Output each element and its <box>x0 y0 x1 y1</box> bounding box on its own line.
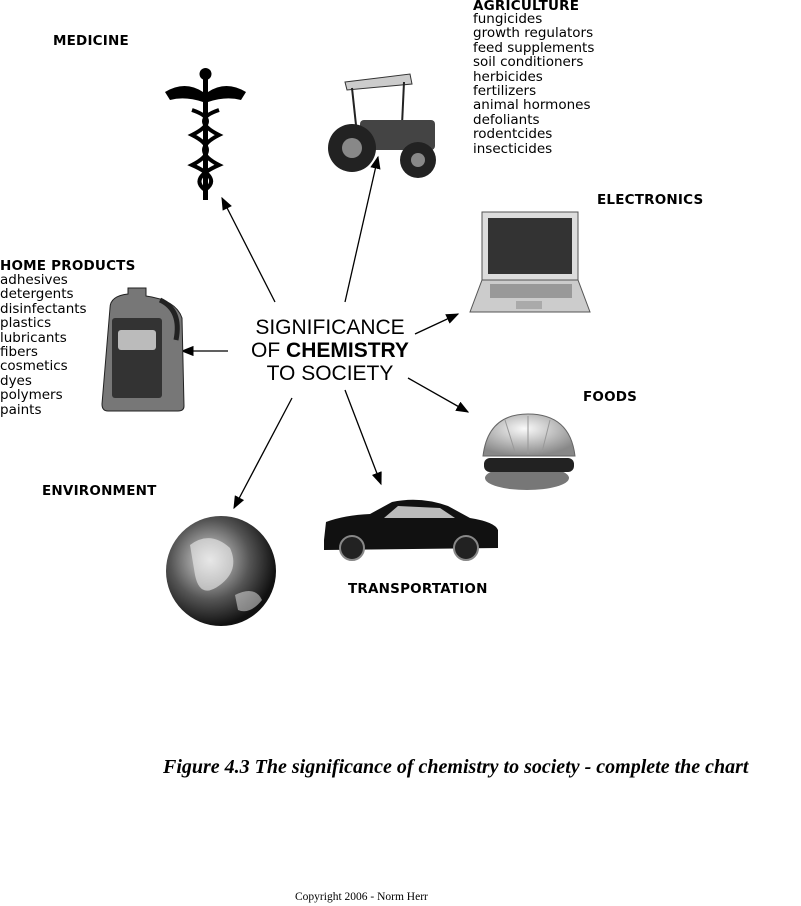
home-products-list: adhesives detergents disinfectants plast… <box>0 273 87 417</box>
arrow-transportation <box>344 389 382 486</box>
center-line-2: OF CHEMISTRY <box>232 339 428 362</box>
agriculture-heading: AGRICULTURE <box>473 0 580 14</box>
list-item: herbicides <box>473 68 543 85</box>
list-item: paints <box>0 401 42 418</box>
list-item: detergents <box>0 286 74 303</box>
list-item: disinfectants <box>0 300 87 317</box>
central-topic: SIGNIFICANCE OF CHEMISTRY TO SOCIETY <box>232 316 428 385</box>
figure-caption: Figure 4.3 The significance of chemistry… <box>163 756 749 778</box>
center-line-1: SIGNIFICANCE <box>255 316 405 339</box>
list-item: adhesives <box>0 272 68 288</box>
caduceus-icon <box>165 68 246 200</box>
car-icon <box>324 499 498 561</box>
arrow-electronics <box>414 313 460 335</box>
list-item: fungicides <box>473 11 543 27</box>
environment-heading: ENVIRONMENT <box>42 483 157 499</box>
list-item: lubricants <box>0 329 67 346</box>
list-item: insecticides <box>473 140 553 157</box>
list-item: feed supplements <box>473 39 595 56</box>
list-item: plastics <box>0 315 52 332</box>
list-item: fertilizers <box>473 83 537 100</box>
arrow-environment <box>233 397 293 510</box>
hamburger-icon <box>482 413 576 490</box>
copyright: Copyright 2006 - Norm Herr <box>295 891 428 903</box>
list-item: defoliants <box>473 111 540 128</box>
medicine-heading: MEDICINE <box>53 33 129 49</box>
electronics-heading: ELECTRONICS <box>597 192 704 208</box>
arrow-foods <box>407 377 470 413</box>
list-item: polymers <box>0 387 63 404</box>
center-line-3: TO SOCIETY <box>266 362 394 385</box>
agriculture-list: fungicides growth regulators feed supple… <box>473 12 594 156</box>
earth-globe-icon <box>166 516 276 626</box>
arrow-agriculture <box>344 155 381 303</box>
list-item: cosmetics <box>0 358 68 375</box>
laptop-icon <box>469 211 591 313</box>
list-item: growth regulators <box>473 25 594 42</box>
center-line-2-prefix: OF <box>251 339 287 362</box>
detergent-bottle-icon <box>101 287 185 412</box>
tractor-icon <box>328 73 436 178</box>
center-line-2-emphasis: CHEMISTRY <box>286 339 409 362</box>
arrow-medicine <box>221 196 276 303</box>
foods-heading: FOODS <box>583 389 638 405</box>
list-item: animal hormones <box>473 97 591 114</box>
list-item: dyes <box>0 372 32 389</box>
home-products-heading: HOME PRODUCTS <box>0 258 136 274</box>
transportation-heading: TRANSPORTATION <box>348 581 488 597</box>
list-item: soil conditioners <box>473 54 584 71</box>
list-item: fibers <box>0 344 38 361</box>
list-item: rodentcides <box>473 126 553 143</box>
